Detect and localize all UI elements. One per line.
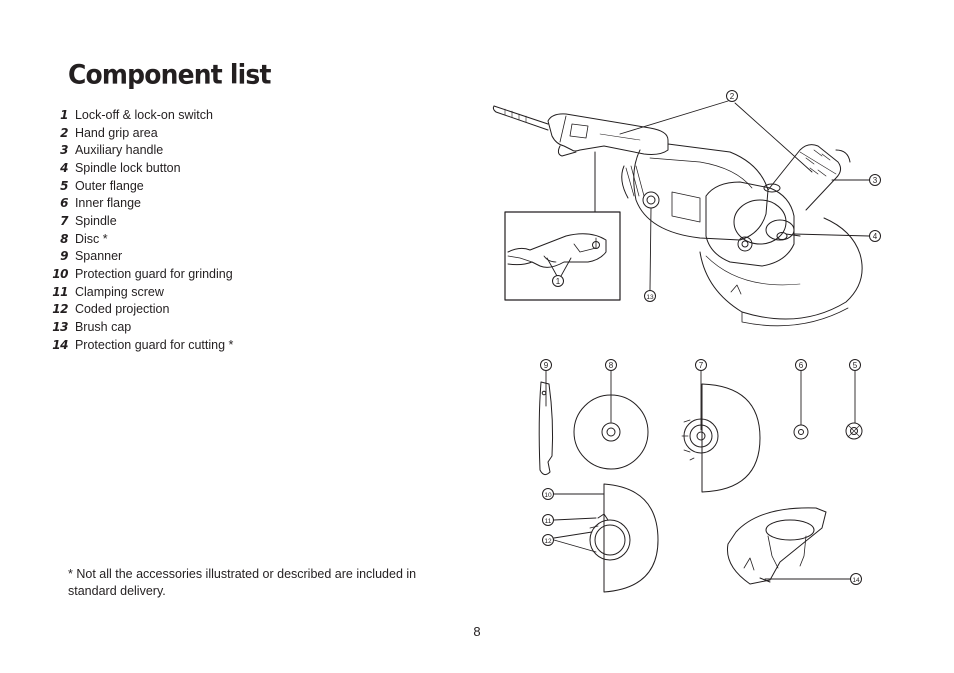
leader-lines: [545, 100, 870, 580]
item-number: 12: [52, 302, 68, 317]
item-number: 11: [52, 284, 68, 299]
item-label: Hand grip area: [74, 125, 158, 140]
footnote: * Not all the accessories illustrated or…: [68, 567, 417, 598]
inner-flange-drawing: [793, 424, 809, 440]
item-label: Inner flange: [74, 196, 141, 211]
callout-label: 9: [544, 361, 549, 370]
list-item: 10 Protection guard for grinding: [48, 265, 233, 283]
page-title: Component list: [68, 59, 271, 90]
callout-3: 3: [869, 174, 881, 186]
list-item: 5 Outer flange: [48, 177, 233, 195]
callout-8: 8: [605, 359, 617, 371]
callout-label: 2: [730, 92, 735, 101]
item-label: Spanner: [74, 249, 123, 264]
item-number: 13: [52, 320, 68, 335]
item-number: 2: [60, 125, 68, 140]
item-number: 7: [60, 213, 68, 228]
item-label: Clamping screw: [74, 284, 164, 299]
callout-label: 11: [545, 518, 552, 525]
list-item: 12 Coded projection: [48, 301, 233, 319]
callout-4: 4: [869, 230, 881, 242]
callout-13: 13: [644, 290, 656, 302]
callout-label: 3: [873, 176, 878, 185]
item-label: Spindle: [74, 213, 117, 228]
list-item: 9 Spanner: [48, 248, 233, 266]
list-item: 1 Lock-off & lock-on switch: [48, 106, 233, 124]
callout-label: 6: [799, 361, 804, 370]
item-number: 6: [60, 196, 68, 211]
callout-1: 1: [552, 275, 564, 287]
callout-label: 4: [873, 232, 878, 241]
item-number: 9: [60, 249, 68, 264]
list-item: 14 Protection guard for cutting *: [48, 336, 233, 354]
item-label: Auxiliary handle: [74, 143, 164, 158]
component-list: 1 Lock-off & lock-on switch 2 Hand grip …: [48, 106, 233, 354]
callout-7: 7: [695, 359, 707, 371]
cutting-guard-drawing: [726, 507, 827, 585]
list-item: 6 Inner flange: [48, 194, 233, 212]
callout-label: 14: [852, 577, 860, 584]
grinding-guard-drawing: [589, 483, 659, 593]
list-item: 11 Clamping screw: [48, 283, 233, 301]
callout-6: 6: [795, 359, 807, 371]
list-item: 4 Spindle lock button: [48, 159, 233, 177]
outer-flange-drawing: [845, 422, 863, 440]
switch-detail-inset: [504, 151, 621, 301]
callout-2: 2: [726, 90, 738, 102]
item-number: 8: [60, 231, 68, 246]
item-number: 1: [60, 107, 68, 122]
item-number: 5: [60, 178, 68, 193]
list-item: 7 Spindle: [48, 212, 233, 230]
item-number: 10: [52, 267, 68, 282]
callout-label: 7: [699, 361, 704, 370]
callout-11: 11: [542, 514, 554, 526]
item-label: Spindle lock button: [74, 160, 181, 175]
item-label: Coded projection: [74, 302, 170, 317]
callout-label: 12: [544, 538, 552, 545]
callout-label: 8: [609, 361, 614, 370]
grinder-body-drawing: [492, 105, 863, 327]
page-number: 8: [473, 624, 481, 639]
callout-10: 10: [542, 488, 554, 500]
callout-label: 13: [646, 294, 654, 301]
item-label: Brush cap: [74, 320, 132, 335]
item-label: Protection guard for cutting *: [74, 337, 234, 352]
callout-label: 10: [544, 492, 552, 499]
list-item: 2 Hand grip area: [48, 124, 233, 142]
item-label: Protection guard for grinding: [74, 267, 233, 282]
item-number: 3: [60, 143, 68, 158]
callout-label: 1: [556, 277, 561, 286]
callout-14: 14: [850, 573, 862, 585]
item-number: 4: [60, 160, 68, 175]
callout-12: 12: [542, 534, 554, 546]
spindle-guard-drawing: [681, 383, 761, 493]
callout-label: 5: [853, 361, 858, 370]
list-item: 8 Disc *: [48, 230, 233, 248]
list-item: 3 Auxiliary handle: [48, 141, 233, 159]
item-label: Outer flange: [74, 178, 144, 193]
item-label: Disc *: [74, 231, 108, 246]
list-item: 13 Brush cap: [48, 318, 233, 336]
callout-9: 9: [540, 359, 552, 371]
item-number: 14: [52, 337, 68, 352]
callout-5: 5: [849, 359, 861, 371]
item-label: Lock-off & lock-on switch: [74, 107, 213, 122]
